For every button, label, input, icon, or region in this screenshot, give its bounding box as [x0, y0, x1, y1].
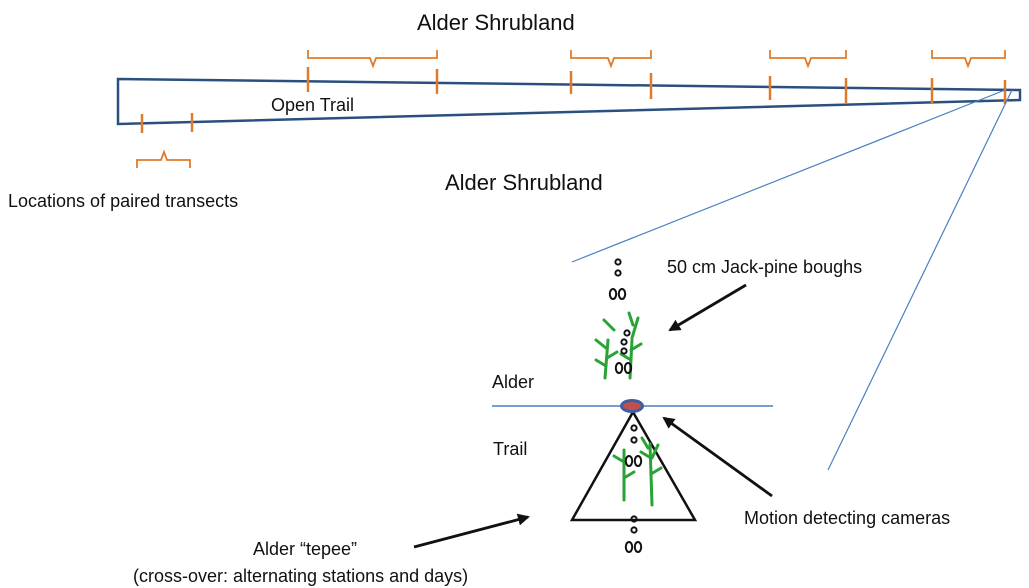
camera-icon [620, 399, 644, 413]
top-habitat-label: Alder Shrubland [417, 10, 575, 35]
boughs-label: 50 cm Jack-pine boughs [667, 257, 862, 277]
cameras-arrow [662, 416, 773, 498]
cameras-label: Motion detecting cameras [744, 508, 950, 528]
paired-transects-label: Locations of paired transects [8, 191, 238, 211]
tepee-note-label: (cross-over: alternating stations and da… [133, 566, 468, 586]
trail-side-label: Trail [493, 439, 527, 459]
tepee-label: Alder “tepee” [253, 539, 357, 559]
bottom-habitat-label: Alder Shrubland [445, 170, 603, 195]
jack-pine-bough-icon [612, 436, 663, 507]
trail-label: Open Trail [271, 95, 354, 115]
jack-pine-bough-icon [594, 311, 643, 380]
alder-side-label: Alder [492, 372, 534, 392]
transect-braces [136, 50, 1006, 168]
annotation-arrows [413, 283, 773, 549]
boughs-arrow [668, 283, 747, 332]
alder-tepee-triangle [569, 409, 698, 522]
open-trail-strip [116, 77, 1022, 126]
tepee-arrow [413, 513, 530, 549]
animal-tracks-icon [608, 258, 643, 553]
transect-ticks [140, 67, 1007, 133]
zoom-guide-lines [571, 89, 1013, 471]
